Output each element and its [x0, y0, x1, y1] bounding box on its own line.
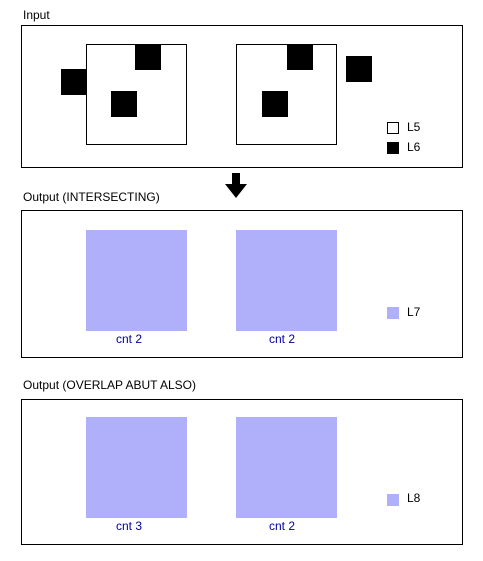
overlap-abut-result-left — [86, 417, 187, 518]
input-outline-rect-right — [236, 44, 337, 145]
down-arrow-icon — [225, 173, 247, 199]
intersecting-count-left: cnt 2 — [115, 332, 142, 346]
intersecting-result-left — [86, 230, 187, 331]
overlap-abut-panel: cnt 3 cnt 2 L8 — [21, 399, 463, 545]
input-panel: L5 L6 — [21, 25, 463, 168]
intersecting-panel: cnt 2 cnt 2 L7 — [21, 210, 463, 358]
intersecting-result-right — [236, 230, 337, 331]
overlap-abut-title: Output (OVERLAP ABUT ALSO) — [23, 378, 196, 392]
input-black-square — [346, 56, 372, 82]
overlap-abut-result-right — [236, 417, 337, 518]
legend-swatch-l7 — [387, 307, 399, 319]
legend-swatch-l5 — [387, 122, 399, 134]
legend-label-l8: L8 — [407, 491, 421, 505]
overlap-abut-count-right: cnt 2 — [268, 519, 295, 533]
legend-swatch-l6 — [387, 142, 399, 154]
input-black-square — [135, 44, 161, 70]
overlap-abut-count-left: cnt 3 — [115, 519, 142, 533]
legend-label-l7: L7 — [407, 305, 421, 319]
input-title: Input — [23, 8, 50, 22]
intersecting-count-right: cnt 2 — [268, 332, 295, 346]
input-black-square — [111, 91, 137, 117]
input-black-square — [287, 44, 313, 70]
input-black-square — [262, 91, 288, 117]
legend-swatch-l8 — [387, 494, 399, 506]
legend-label-l6: L6 — [407, 140, 421, 154]
legend-label-l5: L5 — [407, 120, 421, 134]
input-black-square — [61, 69, 87, 95]
intersecting-title: Output (INTERSECTING) — [23, 190, 160, 204]
